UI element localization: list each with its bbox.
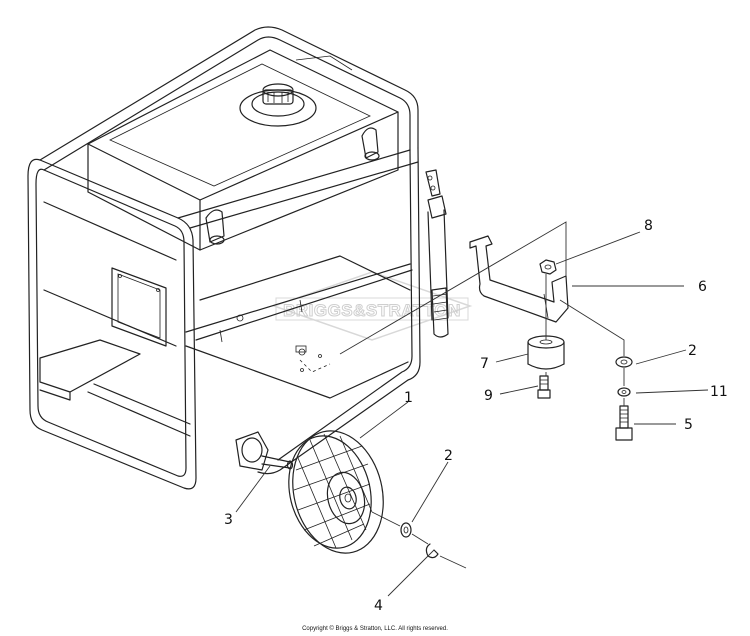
bracket-part-6 <box>469 235 569 323</box>
callout-labels: 1 2 3 4 5 6 7 8 9 2 11 <box>224 218 728 614</box>
leader-lines <box>235 231 709 597</box>
callout-11: 11 <box>710 384 728 400</box>
watermark-logo: BRIGGS&STRATTON <box>271 271 473 341</box>
mount-part-7 <box>527 335 565 370</box>
bolt-part-9 <box>537 375 551 399</box>
callout-5: 5 <box>684 417 693 433</box>
watermark-text: BRIGGS&STRATTON <box>283 301 461 320</box>
assembly-lines <box>339 221 625 569</box>
callout-1: 1 <box>404 390 413 406</box>
callout-8: 8 <box>644 218 653 234</box>
callout-3: 3 <box>224 512 233 528</box>
bolt-part-5 <box>615 405 633 441</box>
callout-2-mount: 2 <box>688 343 697 359</box>
copyright-notice: Copyright © Briggs & Stratton, LLC. All … <box>302 626 448 632</box>
wheel <box>288 430 384 554</box>
callout-7: 7 <box>480 356 489 372</box>
washer-part-2-mount <box>615 356 633 368</box>
handle <box>425 169 449 338</box>
washer-part-2-axle <box>400 522 412 538</box>
generator-frame <box>27 26 421 490</box>
callout-9: 9 <box>484 388 493 404</box>
callout-4: 4 <box>374 598 383 614</box>
callout-2-axle: 2 <box>444 448 453 464</box>
callout-6: 6 <box>698 279 707 295</box>
lockwasher-part-11 <box>617 387 631 397</box>
locknut-part-8 <box>539 259 557 275</box>
